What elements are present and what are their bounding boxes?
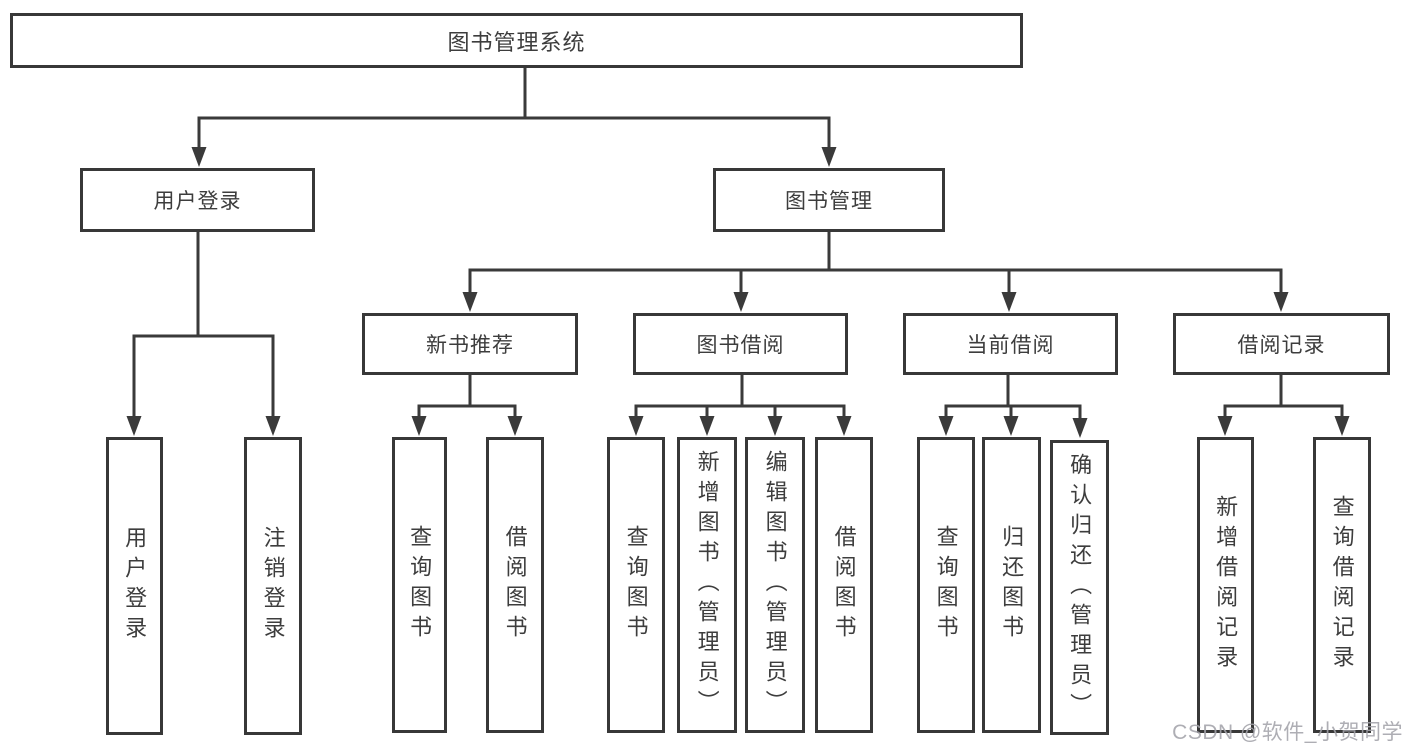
- node-label: 当前借阅: [966, 334, 1055, 357]
- node-book-management: 图书管理: [713, 168, 945, 232]
- node-label: 新增图书（管理员）: [694, 450, 720, 720]
- node-label: 新增借阅记录: [1213, 495, 1239, 675]
- node-label: 借阅图书: [502, 525, 528, 645]
- leaf-add-books-admin: 新增图书（管理员）: [677, 437, 737, 733]
- node-label: 编辑图书（管理员）: [762, 450, 788, 720]
- node-label: 借阅记录: [1237, 334, 1326, 357]
- node-label: 图书借阅: [696, 334, 785, 357]
- node-label: 图书管理系统: [447, 29, 586, 55]
- node-label: 新书推荐: [426, 334, 514, 357]
- leaf-query-books-current: 查询图书: [917, 437, 975, 733]
- leaf-confirm-return-admin: 确认归还（管理员）: [1050, 440, 1109, 735]
- node-user-login: 用户登录: [80, 168, 315, 232]
- node-borrow-records: 借阅记录: [1173, 313, 1390, 375]
- node-label: 用户登录: [153, 190, 242, 213]
- node-label: 确认归还（管理员）: [1067, 452, 1093, 723]
- leaf-logout: 注销登录: [244, 437, 302, 735]
- node-book-borrow: 图书借阅: [633, 313, 848, 375]
- node-label: 查询图书: [623, 525, 649, 645]
- node-label: 查询图书: [933, 525, 959, 645]
- node-label: 查询借阅记录: [1329, 495, 1355, 675]
- leaf-user-login: 用户登录: [106, 437, 163, 735]
- node-label: 查询图书: [407, 525, 433, 645]
- csdn-watermark: CSDN @软件_小贺同学: [1172, 721, 1403, 744]
- node-label: 图书管理: [785, 190, 873, 213]
- leaf-add-borrow-record: 新增借阅记录: [1197, 437, 1254, 733]
- node-label: 用户登录: [122, 526, 148, 646]
- leaf-query-borrow-record: 查询借阅记录: [1313, 437, 1371, 733]
- leaf-borrow-books: 借阅图书: [815, 437, 873, 733]
- leaf-borrow-books-recommend: 借阅图书: [486, 437, 544, 733]
- node-label: 归还图书: [999, 525, 1025, 645]
- leaf-query-books-recommend: 查询图书: [392, 437, 447, 733]
- leaf-query-books-borrow: 查询图书: [607, 437, 665, 733]
- node-label: 注销登录: [260, 526, 286, 646]
- node-current-borrow: 当前借阅: [903, 313, 1118, 375]
- node-label: 借阅图书: [831, 525, 857, 645]
- node-new-book-recommend: 新书推荐: [362, 313, 578, 375]
- node-library-system-root: 图书管理系统: [10, 13, 1023, 68]
- leaf-return-books: 归还图书: [982, 437, 1041, 733]
- leaf-edit-books-admin: 编辑图书（管理员）: [745, 437, 805, 733]
